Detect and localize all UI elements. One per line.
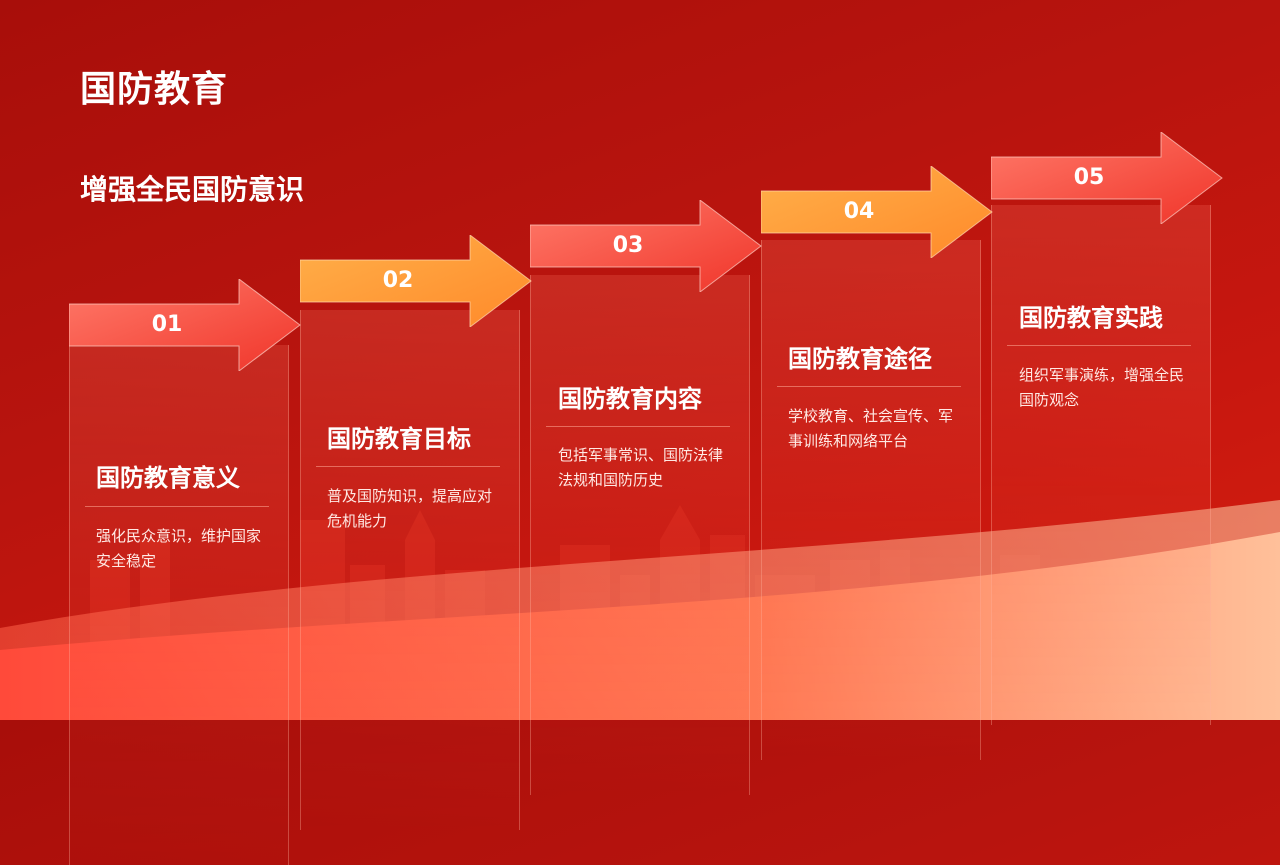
arrow-right-icon bbox=[300, 235, 532, 327]
step-arrow-4: 04 bbox=[761, 166, 993, 258]
step-divider-3 bbox=[546, 426, 730, 427]
step-arrow-2: 02 bbox=[300, 235, 532, 327]
step-desc-1: 强化民众意识，维护国家安全稳定 bbox=[96, 527, 262, 570]
step-column-5 bbox=[991, 205, 1211, 725]
background-decoration bbox=[0, 500, 1280, 720]
step-title-5: 国防教育实践 bbox=[1019, 304, 1163, 332]
arrow-right-icon bbox=[530, 200, 762, 292]
step-desc-2: 普及国防知识，提高应对危机能力 bbox=[327, 487, 493, 530]
step-divider-4 bbox=[777, 386, 961, 387]
step-column-1 bbox=[69, 345, 289, 865]
page-subtitle: 增强全民国防意识 bbox=[80, 173, 305, 206]
step-divider-2 bbox=[316, 466, 500, 467]
arrow-right-icon bbox=[761, 166, 993, 258]
step-column-2 bbox=[300, 310, 520, 830]
step-title-3: 国防教育内容 bbox=[558, 385, 702, 413]
step-desc-3: 包括军事常识、国防法律法规和国防历史 bbox=[558, 446, 724, 489]
step-number: 05 bbox=[1073, 165, 1105, 190]
step-number: 04 bbox=[843, 199, 875, 224]
page-title: 国防教育 bbox=[80, 69, 229, 110]
step-title-1: 国防教育意义 bbox=[96, 464, 240, 492]
step-desc-4: 学校教育、社会宣传、军事训练和网络平台 bbox=[788, 407, 954, 450]
step-column-3 bbox=[530, 275, 750, 795]
step-title-2: 国防教育目标 bbox=[327, 425, 471, 453]
step-arrow-1: 01 bbox=[69, 279, 301, 371]
step-arrow-5: 05 bbox=[991, 132, 1223, 224]
step-divider-5 bbox=[1007, 345, 1191, 346]
step-divider-1 bbox=[85, 506, 269, 507]
step-arrow-3: 03 bbox=[530, 200, 762, 292]
wave-front bbox=[0, 532, 1280, 720]
arrow-right-icon bbox=[69, 279, 301, 371]
step-column-4 bbox=[761, 240, 981, 760]
arrow-right-icon bbox=[991, 132, 1223, 224]
step-title-4: 国防教育途径 bbox=[788, 345, 932, 373]
step-number: 02 bbox=[382, 268, 414, 293]
step-desc-5: 组织军事演练，增强全民国防观念 bbox=[1019, 366, 1185, 409]
step-number: 01 bbox=[151, 312, 183, 337]
step-number: 03 bbox=[612, 233, 644, 258]
